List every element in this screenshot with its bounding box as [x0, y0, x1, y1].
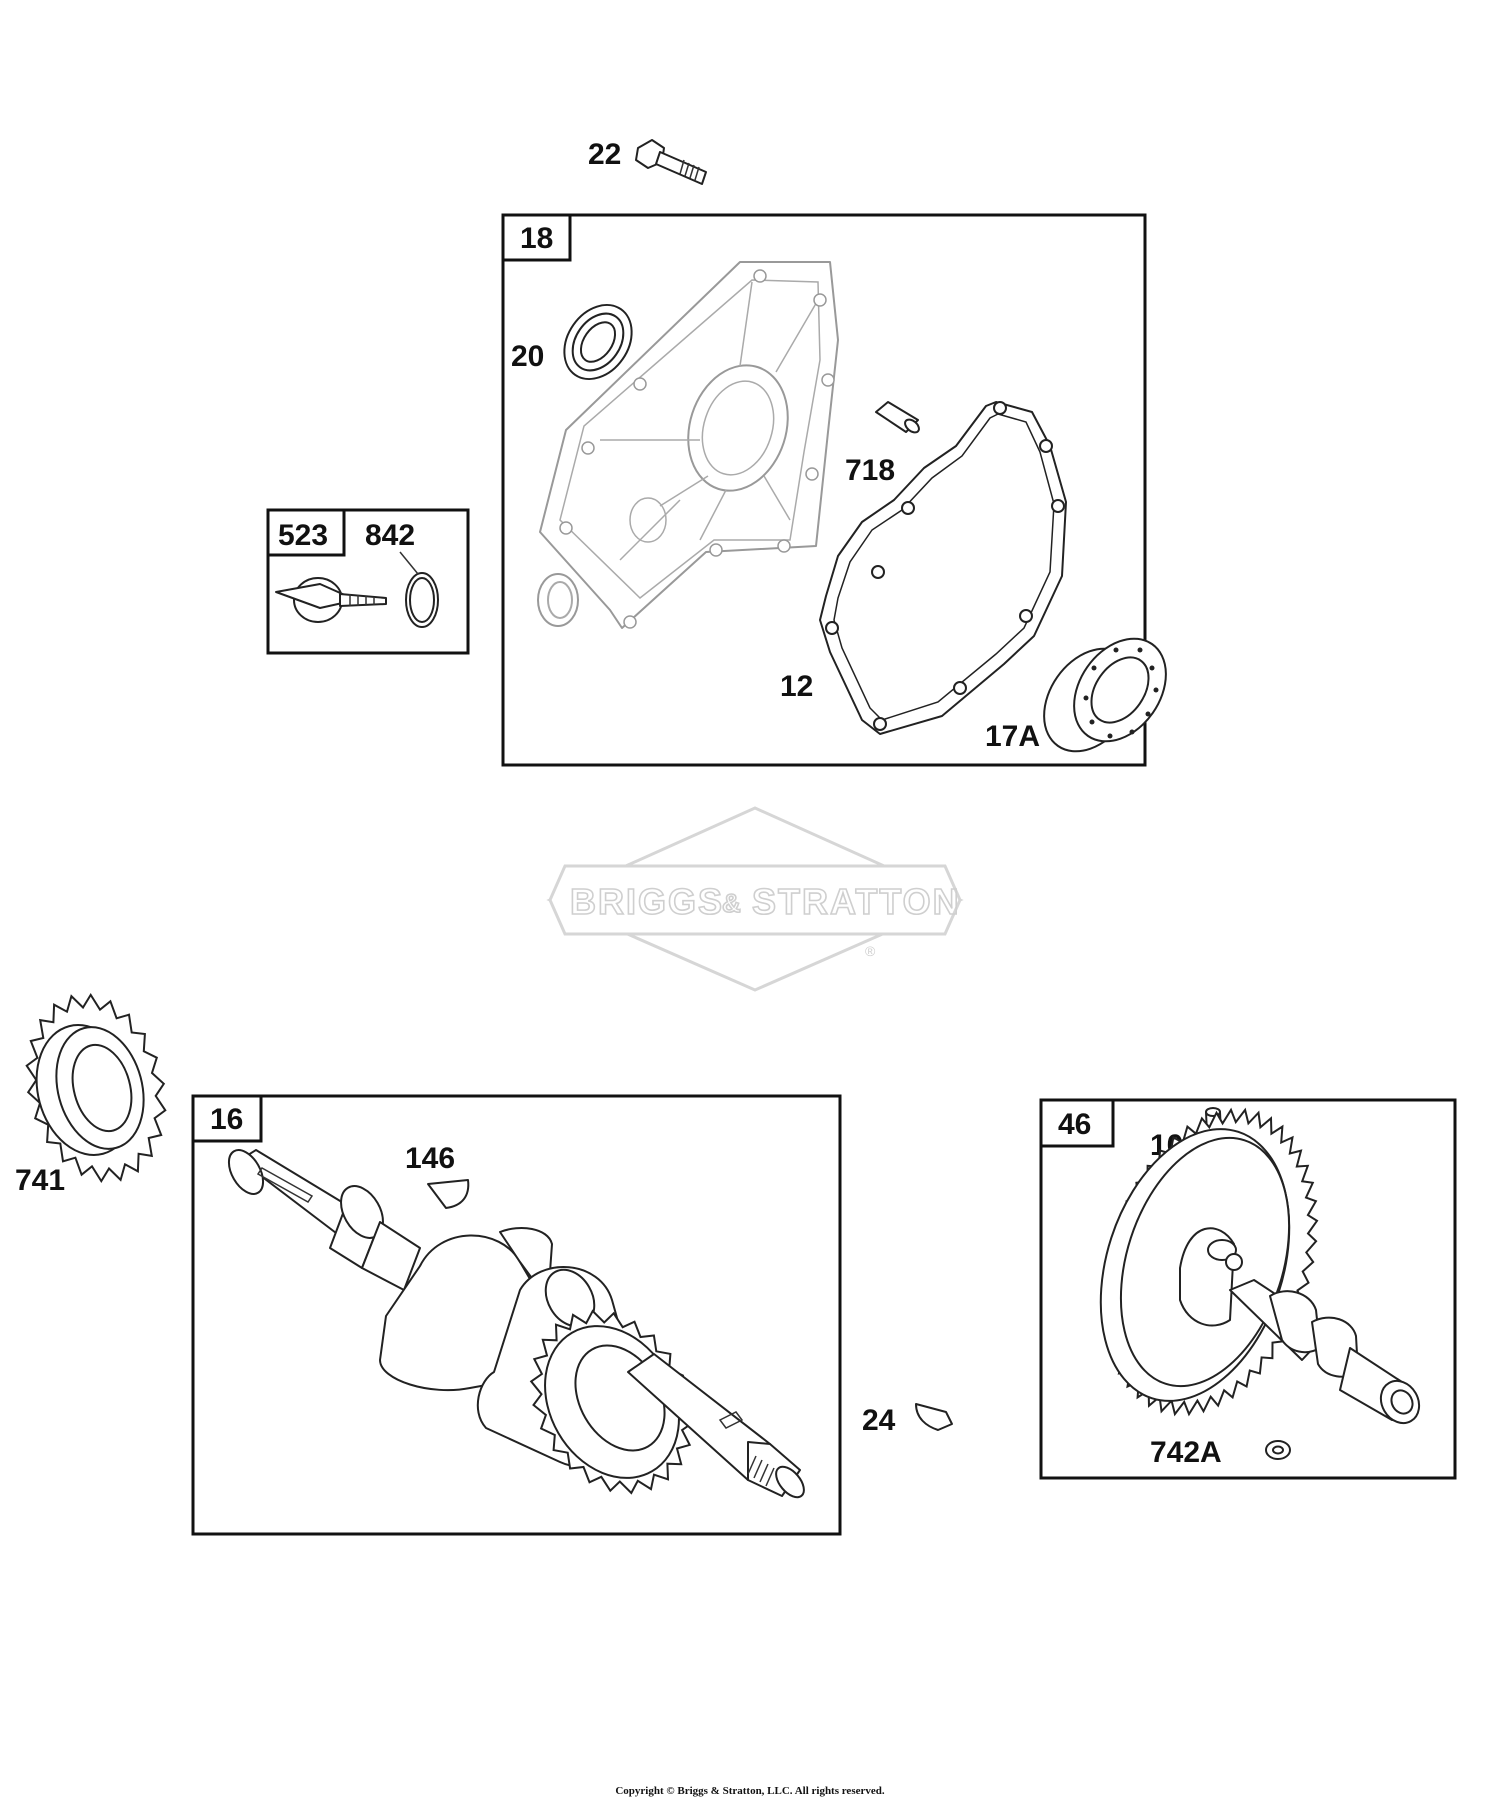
part-741-timing-gear: [25, 993, 167, 1183]
part-12-gasket: [819, 401, 1067, 735]
watermark-text-left: BRIGGS: [570, 881, 724, 922]
callout-741: 741: [15, 1164, 65, 1197]
watermark-text-right: STRATTON: [752, 881, 961, 922]
callout-22: 22: [588, 138, 621, 171]
part-718-dowel-pin: [875, 401, 920, 434]
briggs-stratton-watermark-logo: BRIGGS & STRATTON ®: [546, 806, 964, 992]
part-22-bolt: [635, 139, 707, 185]
copyright-notice: Copyright © Briggs & Stratton, LLC. All …: [615, 1785, 885, 1797]
box-46-frame: [1039, 1098, 1457, 1480]
part-146-key: [427, 1179, 470, 1209]
part-742a-retaining-ring: [1265, 1440, 1291, 1460]
callout-20: 20: [511, 340, 544, 373]
callout-18: 18: [520, 222, 553, 255]
watermark-ampersand: &: [722, 888, 743, 918]
part-17a-bearing: [1043, 637, 1167, 753]
box-18-frame: [501, 213, 1147, 767]
part-46-camshaft: [1099, 1107, 1421, 1425]
callout-12: 12: [780, 670, 813, 703]
part-523-dipstick: [275, 577, 387, 623]
callout-17a: 17A: [985, 720, 1040, 753]
callout-24: 24: [862, 1404, 896, 1437]
callout-842: 842: [365, 519, 415, 552]
part-16-crankshaft: [227, 1149, 805, 1499]
callout-742a: 742A: [1150, 1436, 1222, 1469]
part-20-oil-seal: [563, 303, 633, 381]
callout-523: 523: [278, 519, 328, 552]
part-24-key: [915, 1403, 953, 1431]
callout-16: 16: [210, 1103, 243, 1136]
box-523-frame: [266, 508, 470, 655]
part-842-o-ring: [399, 551, 439, 628]
callout-146: 146: [405, 1142, 455, 1175]
callout-46: 46: [1058, 1108, 1091, 1141]
callout-718: 718: [845, 454, 895, 487]
box-16-frame: [191, 1094, 842, 1536]
watermark-registered-mark: ®: [865, 943, 876, 959]
part-crankcase-cover: [537, 261, 839, 629]
